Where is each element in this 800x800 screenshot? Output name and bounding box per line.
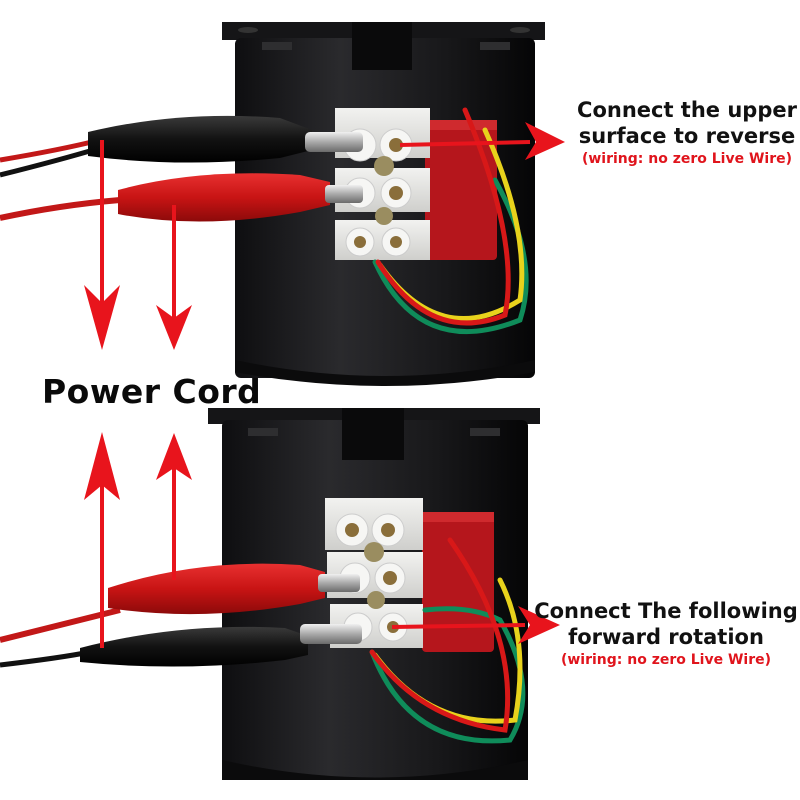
lead-wires-top (372, 107, 529, 335)
power-cord-label: Power Cord (42, 372, 262, 411)
reverse-line-1: Connect the upper (577, 98, 797, 122)
forward-note: (wiring: no zero Live Wire) (560, 652, 772, 668)
reverse-line-2: surface to reverse (578, 124, 796, 148)
terminal-block-top (335, 108, 430, 260)
arrow-bottom-right (391, 606, 560, 644)
lead-wires-bottom (369, 537, 526, 744)
reverse-note: (wiring: no zero Live Wire) (581, 151, 793, 167)
capacitor-top (425, 120, 497, 260)
forward-wiring-label: Connect The following forward rotation (… (530, 598, 800, 670)
alligator-clips-top (0, 115, 363, 222)
arrows-up-power (84, 432, 192, 648)
capacitor-bottom (422, 512, 494, 652)
forward-line-1: Connect The following (534, 599, 798, 623)
reverse-wiring-label: Connect the upper surface to reverse (wi… (562, 97, 800, 169)
arrows-down-power (84, 140, 192, 350)
alligator-clips-bottom (0, 563, 362, 668)
arrow-top-right (399, 122, 565, 160)
forward-line-2: forward rotation (568, 625, 764, 649)
